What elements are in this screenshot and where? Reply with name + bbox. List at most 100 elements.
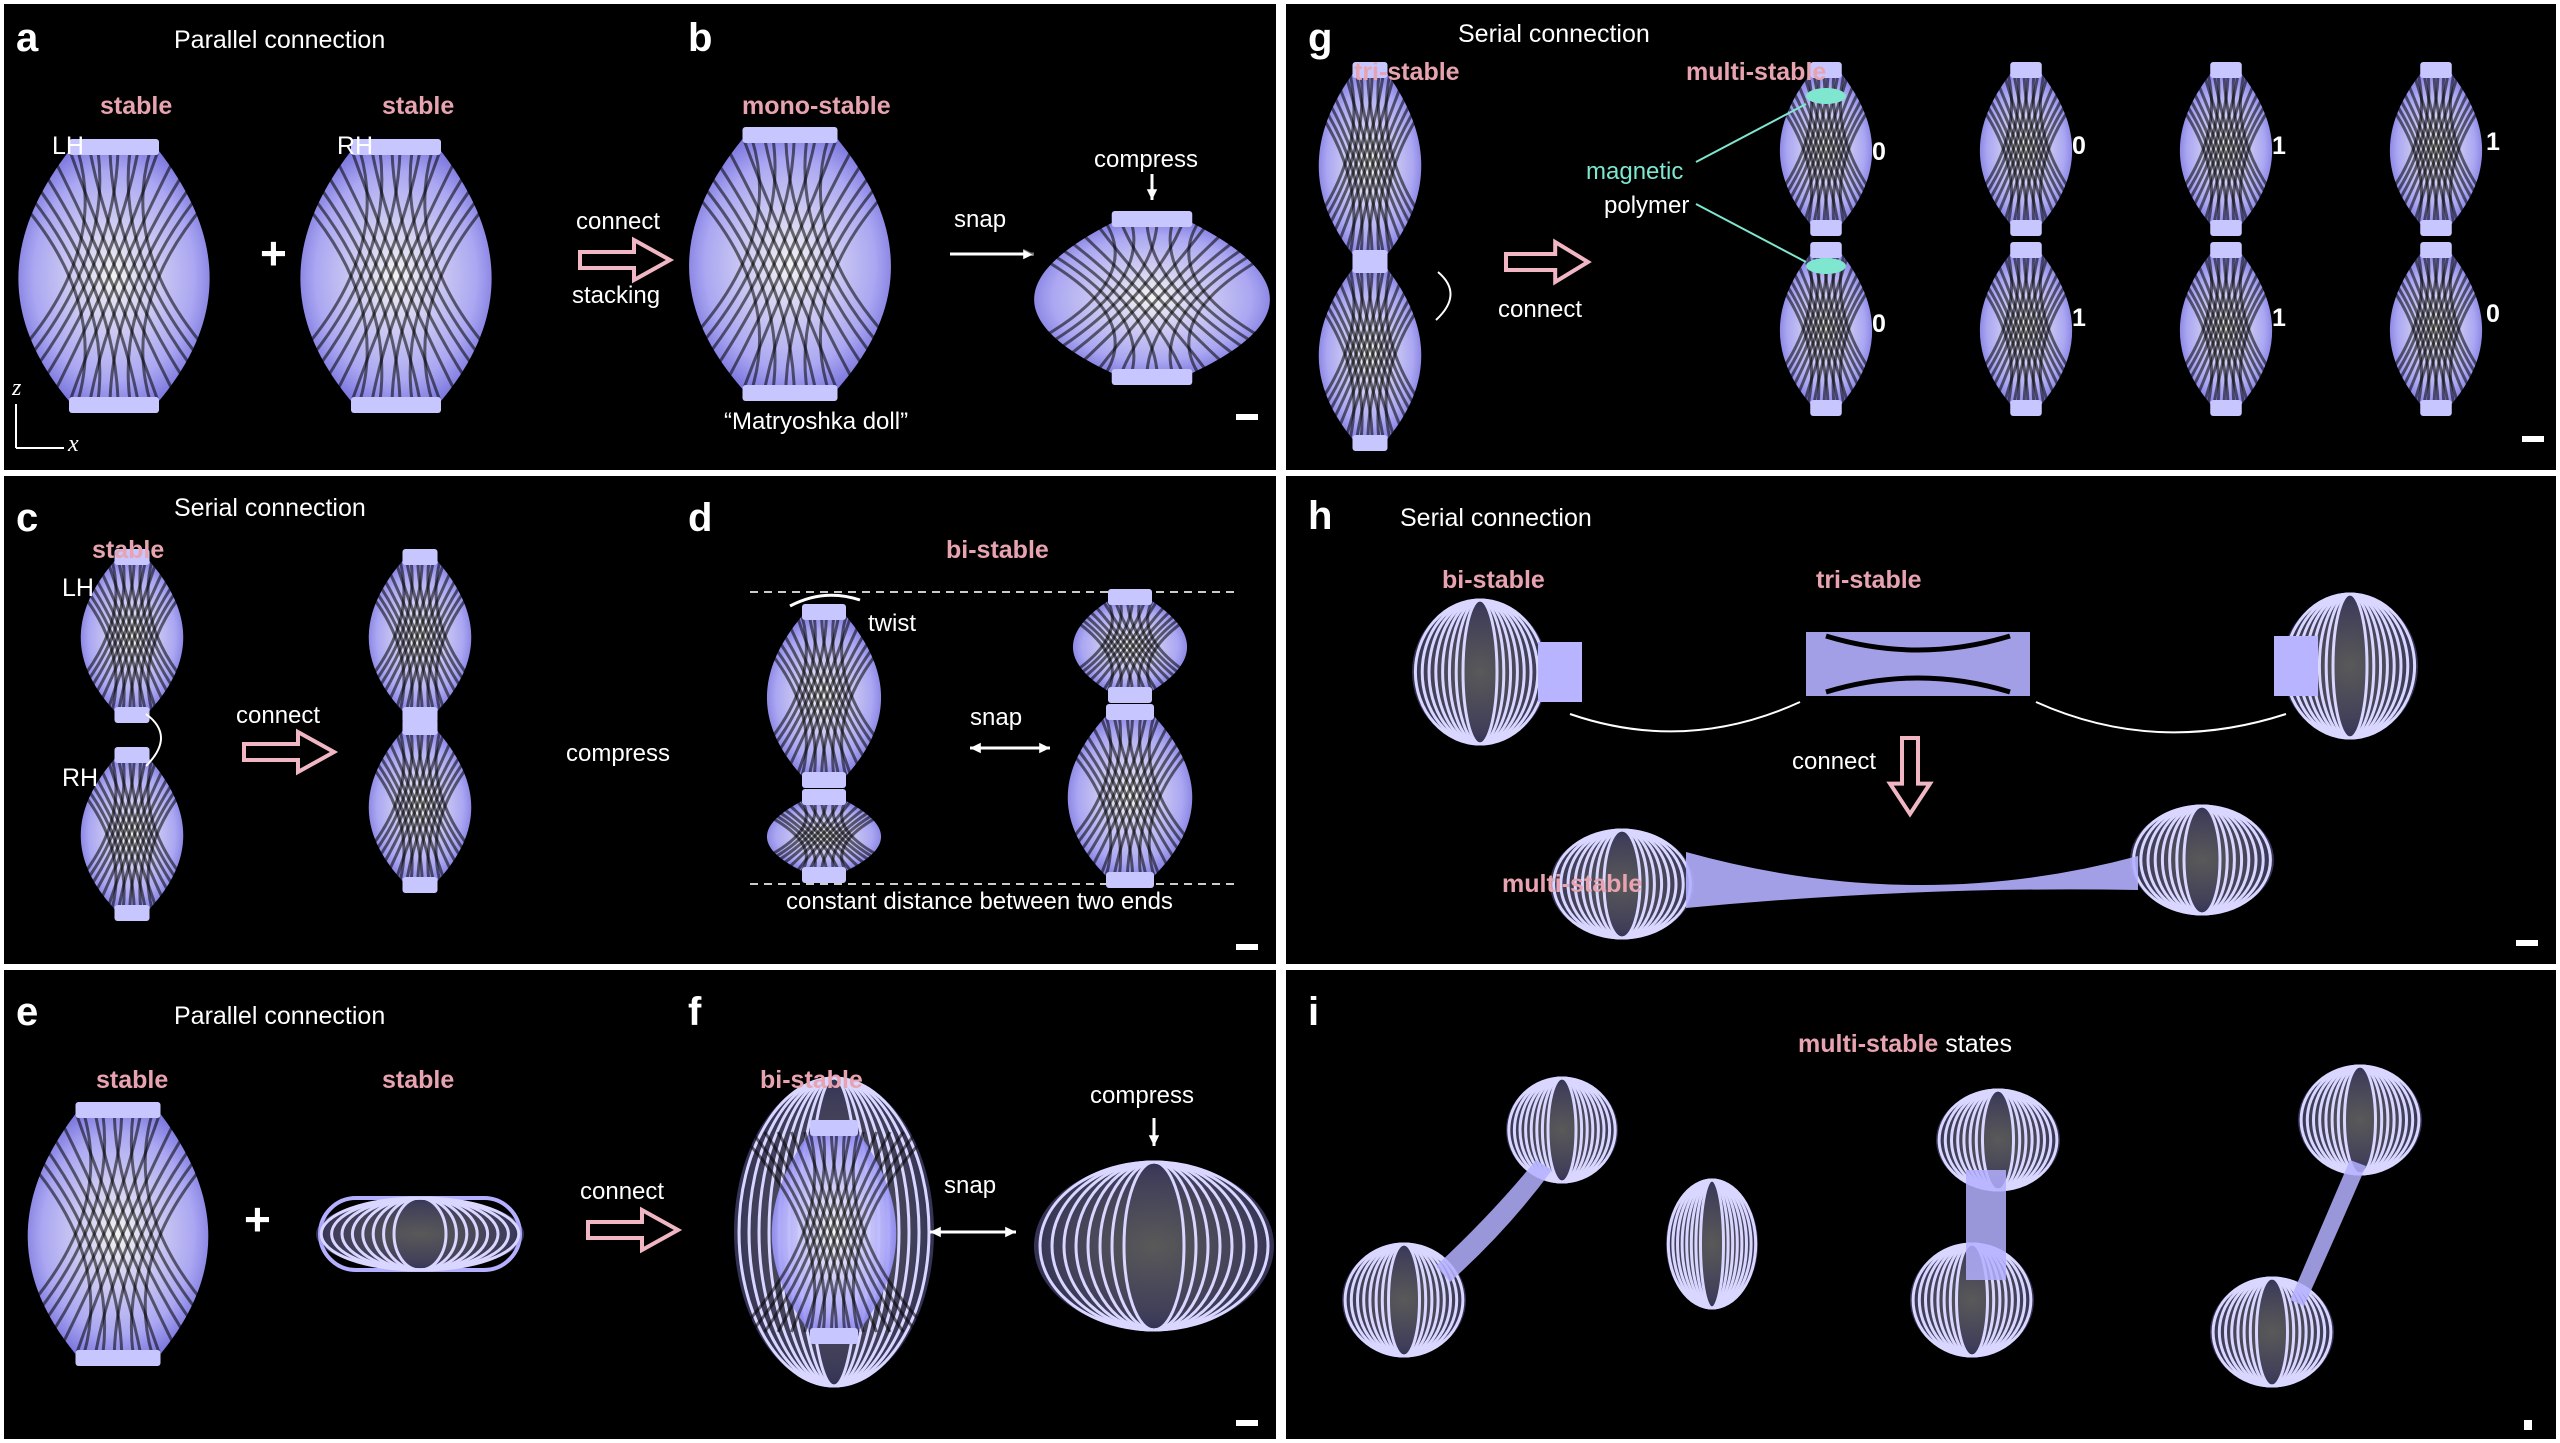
helix-strip bbox=[1992, 73, 2050, 225]
label-stable-c: stable bbox=[92, 536, 165, 564]
label-lh-c: LH bbox=[62, 574, 94, 602]
helix-strip bbox=[1982, 73, 2040, 225]
panel-g: g Serial connection tri-stable multi-sta… bbox=[1286, 4, 2556, 470]
arrow-label-connect: connect bbox=[576, 208, 661, 235]
connect-curve-g bbox=[1435, 271, 1452, 321]
helix-strip bbox=[390, 150, 502, 402]
helix-strip bbox=[1792, 73, 1850, 225]
label-multi-stable-g: multi-stable bbox=[1686, 58, 1827, 86]
tri-stable-top bbox=[1288, 62, 1452, 266]
helix-strip bbox=[747, 615, 817, 778]
helix-strip bbox=[1147, 714, 1227, 877]
helix-strip bbox=[1838, 252, 1900, 405]
top-cap bbox=[2420, 242, 2452, 258]
helix-strip bbox=[88, 150, 200, 402]
helix-strip bbox=[141, 149, 259, 402]
curve-shaft bbox=[145, 713, 162, 767]
helix-strip bbox=[128, 758, 191, 910]
helix-strip bbox=[1041, 600, 1114, 693]
top-cap bbox=[2420, 62, 2452, 78]
top-cap bbox=[75, 1102, 161, 1118]
helix-strip bbox=[759, 800, 828, 873]
helix-strip bbox=[2432, 253, 2490, 405]
helix-strip bbox=[1168, 238, 1276, 374]
stable-rh-c bbox=[50, 747, 214, 921]
bistable-right-collar bbox=[2274, 636, 2318, 696]
helix-strip bbox=[383, 730, 446, 882]
helix-strip bbox=[338, 730, 406, 883]
bottom-cap bbox=[1810, 220, 1842, 236]
label-lh: LH bbox=[52, 132, 84, 160]
helix-strip bbox=[423, 149, 541, 402]
state-top-4: 1 bbox=[2486, 128, 2500, 156]
multistable-bridge bbox=[1686, 852, 2138, 908]
helix-strip bbox=[84, 560, 147, 712]
helix-strip bbox=[129, 1112, 237, 1355]
helix-strip bbox=[1101, 600, 1171, 692]
panel-i-title-pink: multi-stable bbox=[1798, 1030, 1939, 1058]
helix-strip bbox=[1802, 253, 1860, 405]
label-rh: RH bbox=[337, 132, 374, 160]
label-constant-distance: constant distance between two ends bbox=[786, 888, 1173, 915]
helix-strip bbox=[95, 758, 158, 910]
top-cap bbox=[1108, 589, 1152, 605]
curve-shaft bbox=[1435, 271, 1452, 321]
axis-z-label: z bbox=[12, 375, 22, 401]
bottom-cap bbox=[2210, 400, 2242, 416]
helix-strip bbox=[117, 758, 180, 910]
panel-cd: c Serial connection stable LH RH connect… bbox=[4, 476, 1276, 964]
bistable-d-4 bbox=[1033, 704, 1227, 888]
helix-strip bbox=[84, 758, 147, 910]
helix-strip bbox=[4, 1113, 93, 1336]
helix-strip bbox=[1322, 268, 1385, 440]
helix-strip bbox=[795, 615, 865, 777]
state4-bridge bbox=[2290, 1160, 2366, 1306]
bistable-f-inner bbox=[736, 1120, 932, 1344]
helix-strip bbox=[1099, 715, 1174, 877]
bottom-cap bbox=[351, 397, 441, 413]
helix-strip bbox=[408, 149, 522, 402]
helix-strip bbox=[2448, 72, 2510, 225]
label-stable-left: stable bbox=[100, 92, 173, 120]
helix-strip bbox=[8, 150, 120, 402]
state3-bridge bbox=[1966, 1170, 2006, 1280]
curve-shaft bbox=[2035, 701, 2287, 734]
helix-strip bbox=[2212, 73, 2270, 225]
helix-strip bbox=[1366, 268, 1430, 440]
shell-body bbox=[27, 1114, 209, 1354]
helix-strip bbox=[2222, 253, 2280, 405]
helix-strip bbox=[56, 1113, 161, 1355]
compress-arrow-b bbox=[1146, 174, 1158, 200]
helix-strip bbox=[840, 799, 913, 872]
label-connect-g: connect bbox=[1498, 296, 1583, 323]
arrow-outline bbox=[586, 1206, 683, 1254]
axis-x-label: x bbox=[68, 431, 79, 457]
helix-strip bbox=[426, 559, 490, 712]
state2-bulb bbox=[1666, 1178, 1758, 1310]
connect-curve-h-left bbox=[1569, 701, 1801, 733]
helix-strip bbox=[2162, 73, 2221, 225]
helix-strip bbox=[2172, 73, 2230, 225]
helix-strip bbox=[1033, 715, 1113, 878]
helix-strip bbox=[1146, 599, 1219, 692]
loop bbox=[1507, 1076, 1617, 1184]
magnet-top bbox=[1806, 88, 1846, 104]
helix-strip bbox=[2192, 73, 2250, 225]
helix-strip bbox=[2202, 73, 2260, 225]
helix-strip bbox=[106, 758, 169, 910]
helix-strip bbox=[783, 800, 853, 873]
top-cap bbox=[802, 604, 846, 620]
panel-c-title: Serial connection bbox=[174, 494, 366, 522]
label-bi-stable-d: bi-stable bbox=[946, 536, 1049, 564]
helix-strip bbox=[2192, 253, 2250, 405]
helix-strip bbox=[776, 1131, 852, 1333]
helix-strip bbox=[1137, 599, 1207, 692]
top-cap bbox=[1106, 704, 1154, 720]
helix-strip bbox=[1053, 600, 1123, 693]
helix-strip bbox=[637, 138, 762, 391]
label-magnetic: magnetic bbox=[1586, 158, 1684, 185]
helix-strip bbox=[338, 560, 406, 713]
arrow-head bbox=[970, 742, 981, 754]
helix-strip bbox=[2422, 253, 2480, 405]
helix-strip bbox=[1812, 253, 1870, 405]
